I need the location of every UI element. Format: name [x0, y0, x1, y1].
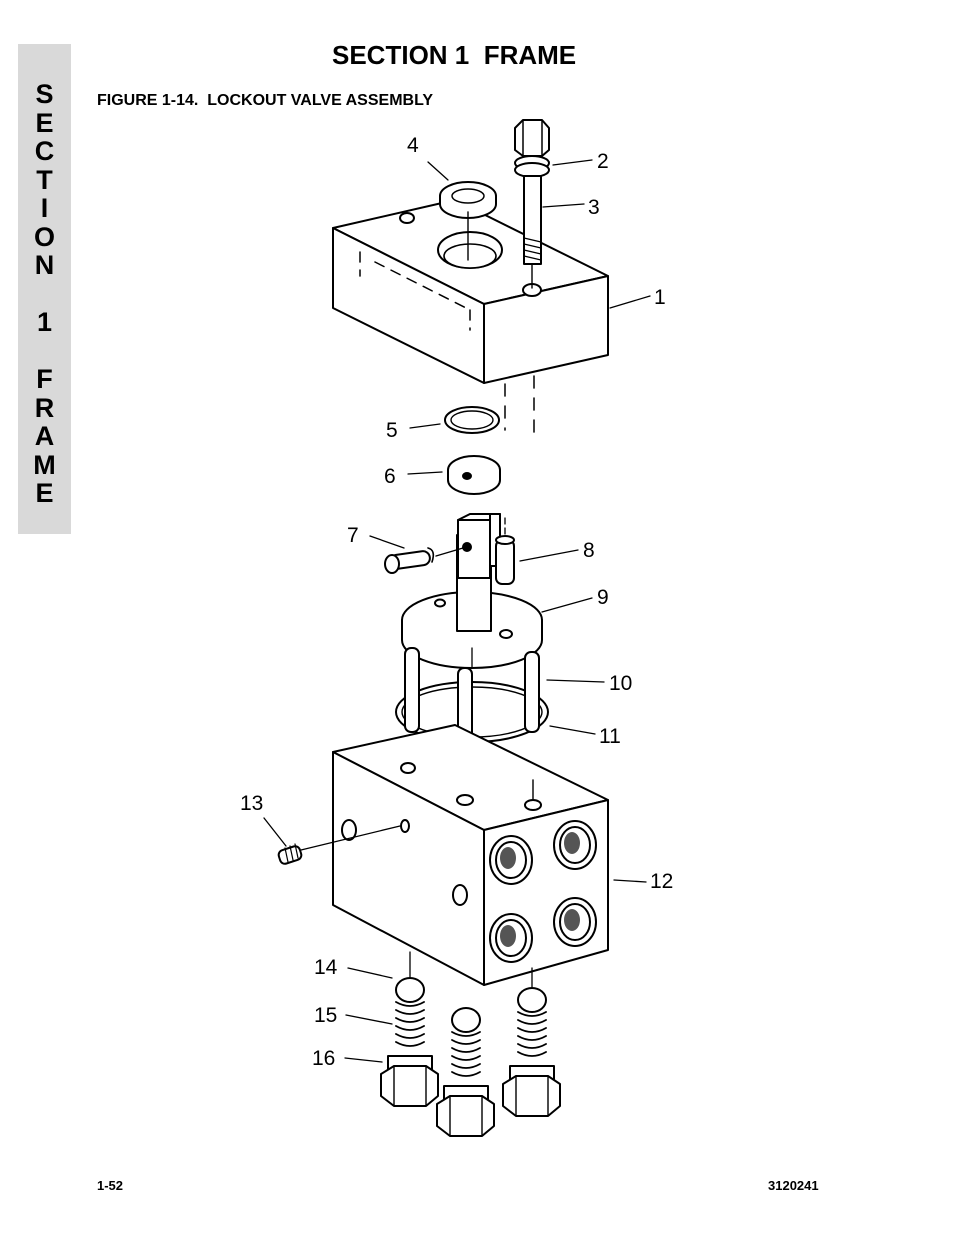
check-spring-plug-left	[380, 951, 439, 1107]
page-title: SECTION 1 FRAME	[332, 40, 577, 70]
tab-letter: S	[35, 79, 54, 109]
main-block-part	[332, 724, 609, 986]
callout-13: 13	[240, 792, 263, 815]
callout-4: 4	[407, 134, 419, 157]
tab-letter: E	[35, 107, 54, 138]
tab-letter: E	[35, 478, 54, 508]
tab-letter: A	[34, 421, 55, 451]
tab-letter: F	[36, 364, 53, 394]
section-side-tab: S E C T I O N 1 F R A M E	[18, 44, 71, 534]
callout-15: 15	[314, 1004, 337, 1027]
callout-6: 6	[384, 465, 396, 488]
o-ring-part	[444, 406, 500, 434]
port-top-right	[553, 820, 597, 870]
page-number: 1-52	[97, 1178, 124, 1193]
callout-2: 2	[597, 150, 609, 173]
callout-9: 9	[597, 586, 609, 609]
bolt-and-washer-part	[514, 119, 550, 289]
figure-caption: FIGURE 1-14. LOCKOUT VALVE ASSEMBLY	[97, 92, 434, 109]
callout-12: 12	[650, 870, 673, 893]
tab-letter: M	[33, 449, 56, 480]
disc-part	[447, 455, 501, 495]
port-top-left	[489, 835, 533, 885]
callout-5: 5	[386, 419, 398, 442]
tab-letter: O	[33, 221, 55, 252]
port-bottom-right	[553, 897, 597, 947]
tab-letter: I	[40, 193, 49, 223]
check-spring-plug-center	[436, 1007, 495, 1137]
tab-letter: N	[34, 250, 55, 280]
tab-letter: 1	[36, 307, 53, 337]
tab-letter: R	[34, 392, 55, 423]
clevis-pin-cap-part	[384, 513, 543, 669]
callout-7: 7	[347, 524, 359, 547]
section-side-tab-letters: S E C T I O N 1 F R A M E	[18, 80, 71, 508]
callout-16: 16	[312, 1047, 335, 1070]
seal-ring-part	[439, 181, 497, 261]
tab-letter: C	[34, 136, 55, 166]
check-spring-plug-right	[502, 967, 561, 1117]
document-number: 3120241	[768, 1178, 819, 1193]
port-bottom-left	[489, 913, 533, 963]
callout-10: 10	[609, 672, 632, 695]
callout-8: 8	[583, 539, 595, 562]
callout-14: 14	[314, 956, 338, 979]
callout-1: 1	[654, 286, 666, 309]
top-block-part	[332, 199, 609, 433]
callout-11: 11	[599, 725, 621, 748]
callout-leader-lines	[263, 159, 651, 1063]
callout-3: 3	[588, 196, 600, 219]
callout-numbers: 1 2 3 4 5 6 7 8 9 10 11 12 13 14 15 16	[240, 134, 673, 1070]
tab-letter: T	[36, 164, 53, 195]
set-screw-part	[277, 825, 401, 865]
